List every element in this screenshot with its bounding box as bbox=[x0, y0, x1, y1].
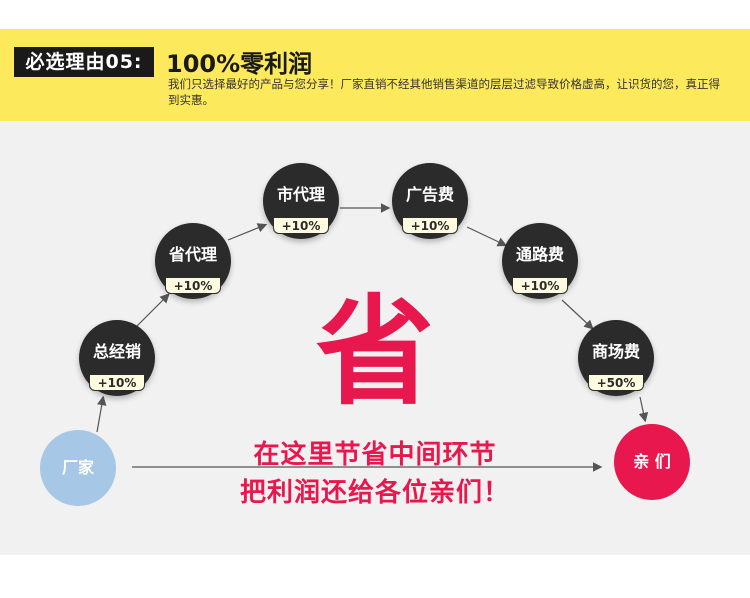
arrow-6-to-end bbox=[638, 396, 649, 423]
save-character: 省 bbox=[315, 283, 434, 421]
arrow-5-to-6 bbox=[561, 299, 594, 330]
headline: 100%零利润 bbox=[166, 50, 313, 78]
slogan-line-2: 把利润还给各位亲们！ bbox=[239, 478, 510, 508]
markup-badge: +10% bbox=[512, 277, 568, 294]
markup-badge: +10% bbox=[273, 217, 329, 234]
arrow-2-to-3 bbox=[227, 223, 268, 241]
description: 我们只选择最好的产品与您分享！厂家直销不经其他销售渠道的层层过滤导致价格虚高，让… bbox=[168, 77, 720, 107]
markup-badge: +10% bbox=[89, 374, 145, 391]
slogan-line-1: 在这里节省中间环节 bbox=[253, 440, 497, 470]
reason-tag: 必选理由05: bbox=[14, 47, 154, 77]
arrow-1-to-2 bbox=[132, 293, 170, 331]
markup-badge: +10% bbox=[165, 277, 221, 294]
markup-badge: +10% bbox=[402, 217, 458, 234]
arrow-factory-to-1 bbox=[96, 395, 107, 433]
factory-circle: 厂家 bbox=[40, 430, 116, 506]
arrow-4-to-5 bbox=[466, 226, 508, 247]
markup-badge: +50% bbox=[588, 374, 644, 391]
customers-circle: 亲 们 bbox=[614, 424, 690, 500]
